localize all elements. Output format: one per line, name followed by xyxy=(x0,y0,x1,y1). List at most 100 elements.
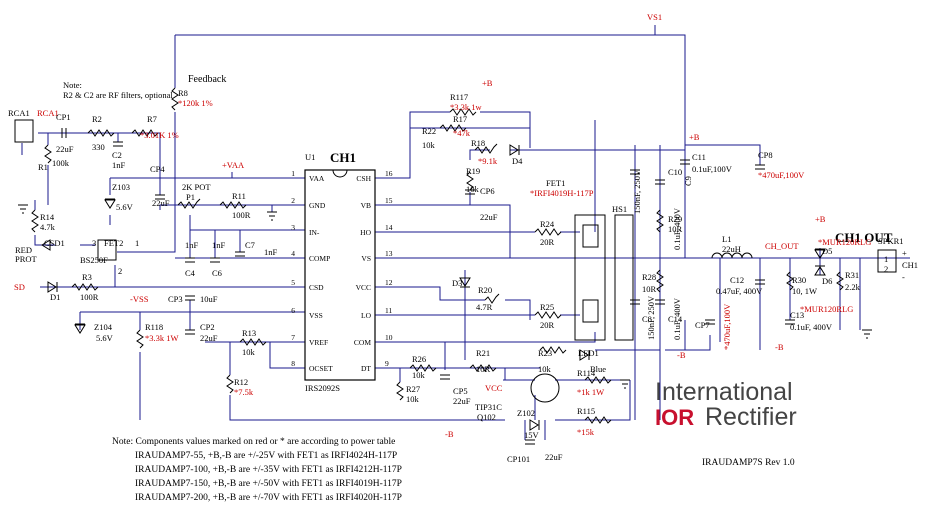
label-c4-v: 1nF xyxy=(185,240,199,250)
label-c8: C8 xyxy=(642,314,652,324)
label-cp3-v: 10uF xyxy=(200,294,218,304)
label-r25: R25 xyxy=(540,302,554,312)
net-prot: PROT xyxy=(15,254,38,264)
ic-pin-name: VS xyxy=(361,254,371,263)
label-r27: R27 xyxy=(406,384,420,394)
label-r31-v: 2.2k xyxy=(845,282,861,292)
net-minus-b-3: -B xyxy=(775,342,784,352)
label-c11: C11 xyxy=(692,152,706,162)
label-c4: C4 xyxy=(185,268,196,278)
label-cp7-v: *470uF,100V xyxy=(722,303,732,350)
label-r18-v: *9.1k xyxy=(478,156,498,166)
net-sd: SD xyxy=(14,282,25,292)
capacitor-c7 xyxy=(235,251,245,257)
label-cp2-v: 22uF xyxy=(200,333,218,343)
ic-pin-name: GND xyxy=(309,201,326,210)
label-cp3: CP3 xyxy=(168,294,183,304)
label-tip: TIP31C xyxy=(475,402,502,412)
label-cp8: CP8 xyxy=(758,150,773,160)
ic-pin-number: 6 xyxy=(291,306,295,315)
label-c14-v: 0.1uF, 400V xyxy=(672,297,682,340)
label-r17: R17 xyxy=(453,114,467,124)
label-d5-p: *MUR120RLG xyxy=(818,237,871,247)
label-cp7: CP7 xyxy=(695,320,710,330)
label-r28-v: 10R xyxy=(642,284,657,294)
resistor-r27 xyxy=(396,381,404,401)
net-rca1: RCA1 xyxy=(37,108,59,118)
ic-pin-name: IN- xyxy=(309,228,320,237)
label-r21-v: 10R xyxy=(476,364,491,374)
ic-body xyxy=(304,169,376,381)
label-r24-v: 20R xyxy=(540,237,555,247)
zener-z102 xyxy=(529,419,540,431)
ground-symbol xyxy=(267,211,277,221)
label-c6-v: 1nF xyxy=(212,240,226,250)
label-l1: L1 xyxy=(722,234,731,244)
label-r118-v: *3.3k 1W xyxy=(145,333,179,343)
capacitor-c10 xyxy=(655,179,665,185)
capacitor-c11 xyxy=(680,159,690,165)
label-z104-v: 5.6V xyxy=(96,333,114,343)
resistor-r117 xyxy=(449,108,477,116)
capacitor-cp2 xyxy=(185,329,195,335)
logo-line2: Rectifier xyxy=(705,403,797,431)
resistor-r115 xyxy=(584,416,612,424)
label-r114: R114 xyxy=(577,368,596,378)
rca1-connector xyxy=(14,119,34,143)
label-r26: R26 xyxy=(412,354,426,364)
ic-pin-name: CSD xyxy=(309,283,324,292)
led-led1 xyxy=(579,349,590,361)
label-c2-v: 1nF xyxy=(112,160,126,170)
rf-note-1: Note: xyxy=(63,80,82,90)
zener-z103 xyxy=(104,198,116,209)
net-vcc: VCC xyxy=(485,383,503,393)
label-r31: R31 xyxy=(845,270,859,280)
resistor-r31 xyxy=(836,271,844,291)
label-r22: R22 xyxy=(422,126,436,136)
label-r7-v: *3.01K 1% xyxy=(140,130,179,140)
label-r25-v: 20R xyxy=(540,320,555,330)
capacitor-c14 xyxy=(655,299,665,305)
resistor-r21 xyxy=(469,364,497,372)
label-n1: 1 xyxy=(135,238,139,248)
net-plus-b-1: +B xyxy=(482,78,493,88)
resistor-r8 xyxy=(171,87,179,111)
rf-note-2: R2 & C2 are RF filters, optional xyxy=(63,90,173,100)
label-d4: D4 xyxy=(512,156,523,166)
resistor-r26 xyxy=(409,364,437,372)
label-r115: R115 xyxy=(577,406,595,416)
label-r21: R21 xyxy=(476,348,490,358)
capacitor-c9 xyxy=(630,169,640,175)
label-led1: LED1 xyxy=(578,348,599,358)
label-l1-v: 22uH xyxy=(722,244,741,254)
label-d6: D6 xyxy=(822,276,832,286)
ic-pin-number: 9 xyxy=(385,359,389,368)
resistor-r12 xyxy=(226,374,234,394)
resistor-r7 xyxy=(131,129,159,137)
ic-pin-name: VCC xyxy=(356,283,371,292)
resistor-r11 xyxy=(219,201,247,209)
ic-pin-name: DT xyxy=(361,364,371,373)
ic-pin-name: VSS xyxy=(309,311,323,320)
resistor-r29 xyxy=(656,209,664,233)
label-r20-v: 4.7R xyxy=(476,302,493,312)
label-r17-v: *47k xyxy=(453,128,471,138)
label-r14-v: 4.7k xyxy=(40,222,56,232)
label-c14: C14 xyxy=(668,314,683,324)
net-vs1: VS1 xyxy=(647,12,662,22)
label-r20: R20 xyxy=(478,285,492,295)
led-csd1 xyxy=(41,239,51,251)
resistor-r3 xyxy=(71,283,99,291)
label-c9-v: 150nF, 250V xyxy=(632,169,642,214)
label-z104: Z104 xyxy=(94,322,113,332)
label-cp5-v: 22uF xyxy=(453,396,471,406)
label-c11-v: 0.1uF,100V xyxy=(692,164,733,174)
label-c10-v: 0.1uF, 400V xyxy=(672,207,682,250)
label-r18: R18 xyxy=(471,138,485,148)
label-z102: Z102 xyxy=(517,408,535,418)
label-r3: R3 xyxy=(82,272,92,282)
resistor-r114 xyxy=(584,376,612,384)
resistor-r23 xyxy=(539,346,567,354)
label-hs1: HS1 xyxy=(612,204,627,214)
